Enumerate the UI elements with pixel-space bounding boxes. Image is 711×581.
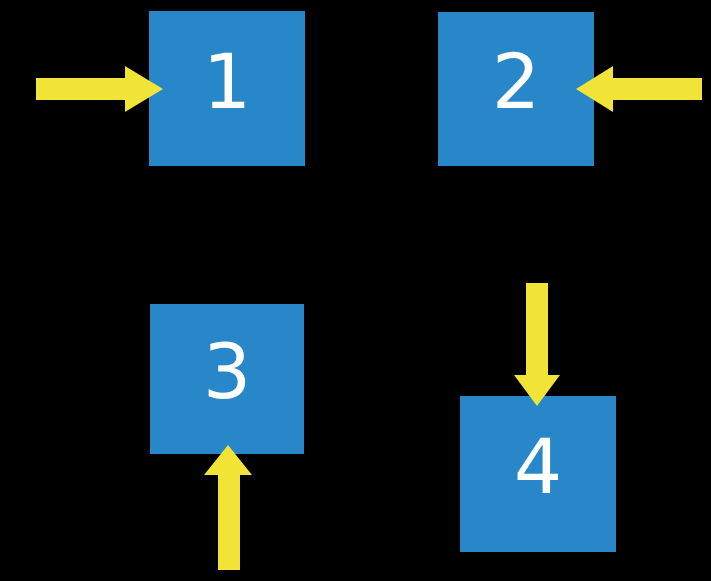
square-2-label: 2: [491, 37, 541, 126]
square-3[interactable]: 3: [150, 304, 304, 454]
square-1-label: 1: [202, 36, 252, 126]
arrow-left-icon: [576, 66, 702, 112]
square-2[interactable]: 2: [438, 12, 594, 166]
arrow-right-icon: [36, 66, 163, 112]
square-1[interactable]: 1: [149, 11, 305, 166]
square-4-label: 4: [513, 422, 563, 511]
arrow-up-icon: [204, 445, 252, 570]
square-3-label: 3: [202, 327, 252, 416]
arrow-down-icon: [514, 283, 560, 406]
square-4[interactable]: 4: [460, 396, 616, 552]
